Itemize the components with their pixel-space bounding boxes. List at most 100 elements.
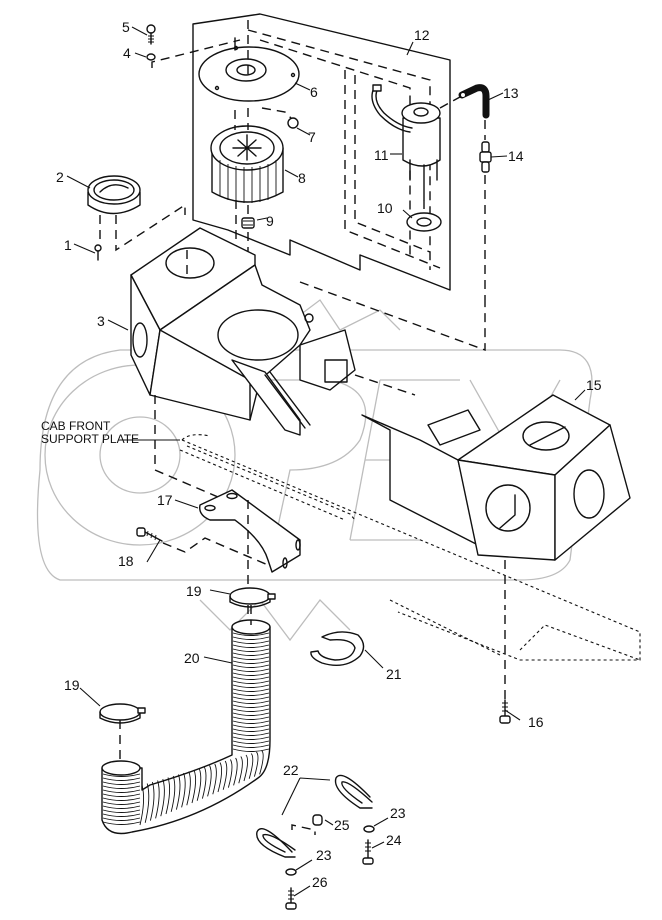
duct-rib [217, 762, 223, 793]
duct-rib [232, 688, 270, 692]
part-10-mount [406, 212, 442, 232]
part-2-louver [87, 175, 141, 215]
assembly-line [261, 107, 294, 121]
duct-rib [102, 793, 141, 797]
callout-11: 11 [374, 147, 389, 163]
duct-rib [248, 753, 254, 779]
assembly-line [299, 281, 486, 352]
duct-rib [102, 801, 141, 805]
duct-rib [102, 789, 141, 793]
duct-rib [232, 716, 270, 720]
duct-rib [175, 774, 181, 810]
assembly-line [151, 39, 241, 68]
duct-rib [191, 769, 197, 804]
duct-rib [232, 676, 270, 680]
part-17-bracket [199, 489, 301, 573]
duct-rib [232, 664, 270, 668]
duct-rib [232, 728, 270, 732]
callout-17: 17 [157, 492, 173, 508]
callout-2: 2 [56, 169, 64, 185]
assembly-line [162, 537, 269, 566]
callout-21: 21 [386, 666, 402, 682]
duct-rib [102, 805, 141, 809]
duct-rib [212, 763, 217, 795]
assembly-line [99, 203, 186, 252]
callout-9: 9 [266, 213, 274, 229]
duct-rib [102, 817, 141, 821]
assembly-line [291, 824, 316, 835]
duct-rib [102, 785, 141, 789]
duct-rib [232, 724, 270, 728]
part-1-screw [94, 244, 102, 261]
assembly-line [154, 395, 226, 501]
callout-22: 22 [283, 762, 299, 778]
callout-23-left: 23 [316, 847, 332, 863]
part-23-washer-left [285, 868, 297, 876]
duct-rib [232, 652, 270, 656]
duct-rib [102, 813, 141, 817]
duct-rib [232, 748, 270, 752]
part-23-washer-right [363, 825, 375, 833]
callout-15: 15 [586, 377, 602, 393]
part-26-cap-screw [285, 887, 297, 910]
part-15-cover [361, 394, 631, 561]
part-24-cap-screw [362, 839, 374, 865]
assembly-line [234, 108, 249, 130]
part-19-clamp-left [99, 703, 146, 724]
duct-rib [232, 708, 270, 712]
callout-4: 4 [123, 45, 131, 61]
callout-14: 14 [508, 148, 524, 164]
duct-rib [149, 781, 155, 821]
duct-rib [144, 783, 150, 823]
duct-rib [232, 692, 270, 696]
duct-rib [232, 732, 270, 736]
part-21-ring [310, 631, 365, 666]
duct-rib [196, 768, 202, 801]
duct-rib [232, 680, 270, 684]
callout-10: 10 [377, 200, 393, 216]
duct-rib [155, 780, 160, 819]
duct-rib [102, 821, 141, 825]
part-12-panel [192, 13, 451, 291]
duct-rib [232, 704, 270, 708]
part-22-clamp-left [256, 828, 296, 858]
part-7-nut [287, 117, 299, 129]
part-4-washer [146, 53, 156, 61]
callout-8: 8 [298, 170, 306, 186]
callout-23-right: 23 [390, 805, 406, 821]
duct-rib [165, 777, 171, 815]
callout-20: 20 [184, 650, 200, 666]
duct-rib [102, 773, 141, 777]
duct-rib [227, 759, 233, 788]
duct-rib [232, 668, 270, 672]
duct-rib [102, 777, 141, 781]
duct-rib [259, 750, 264, 775]
duct-rib [253, 751, 259, 777]
part-13-drain-tube [458, 84, 490, 119]
duct-rib [232, 632, 270, 636]
part-20-flex-duct [101, 619, 271, 835]
callout-12: 12 [414, 27, 430, 43]
part-11-motor [371, 84, 441, 201]
callout-18: 18 [118, 553, 134, 569]
duct-rib [232, 636, 270, 640]
callout-24: 24 [386, 832, 402, 848]
duct-rib [232, 696, 270, 700]
duct-rib [232, 712, 270, 716]
assembly-line [354, 374, 416, 396]
duct-rib [102, 809, 141, 813]
callout-16: 16 [528, 714, 544, 730]
duct-rib [233, 757, 238, 786]
duct-rib [207, 765, 212, 797]
duct-rib [232, 656, 270, 660]
duct-rib [232, 744, 270, 748]
duct-rib [170, 775, 176, 812]
callout-26: 26 [312, 874, 328, 890]
part-5-screw [146, 24, 156, 45]
duct-rib [181, 772, 186, 808]
callout-13: 13 [503, 85, 519, 101]
part-9-nut [241, 217, 255, 229]
duct-rib [160, 778, 165, 817]
